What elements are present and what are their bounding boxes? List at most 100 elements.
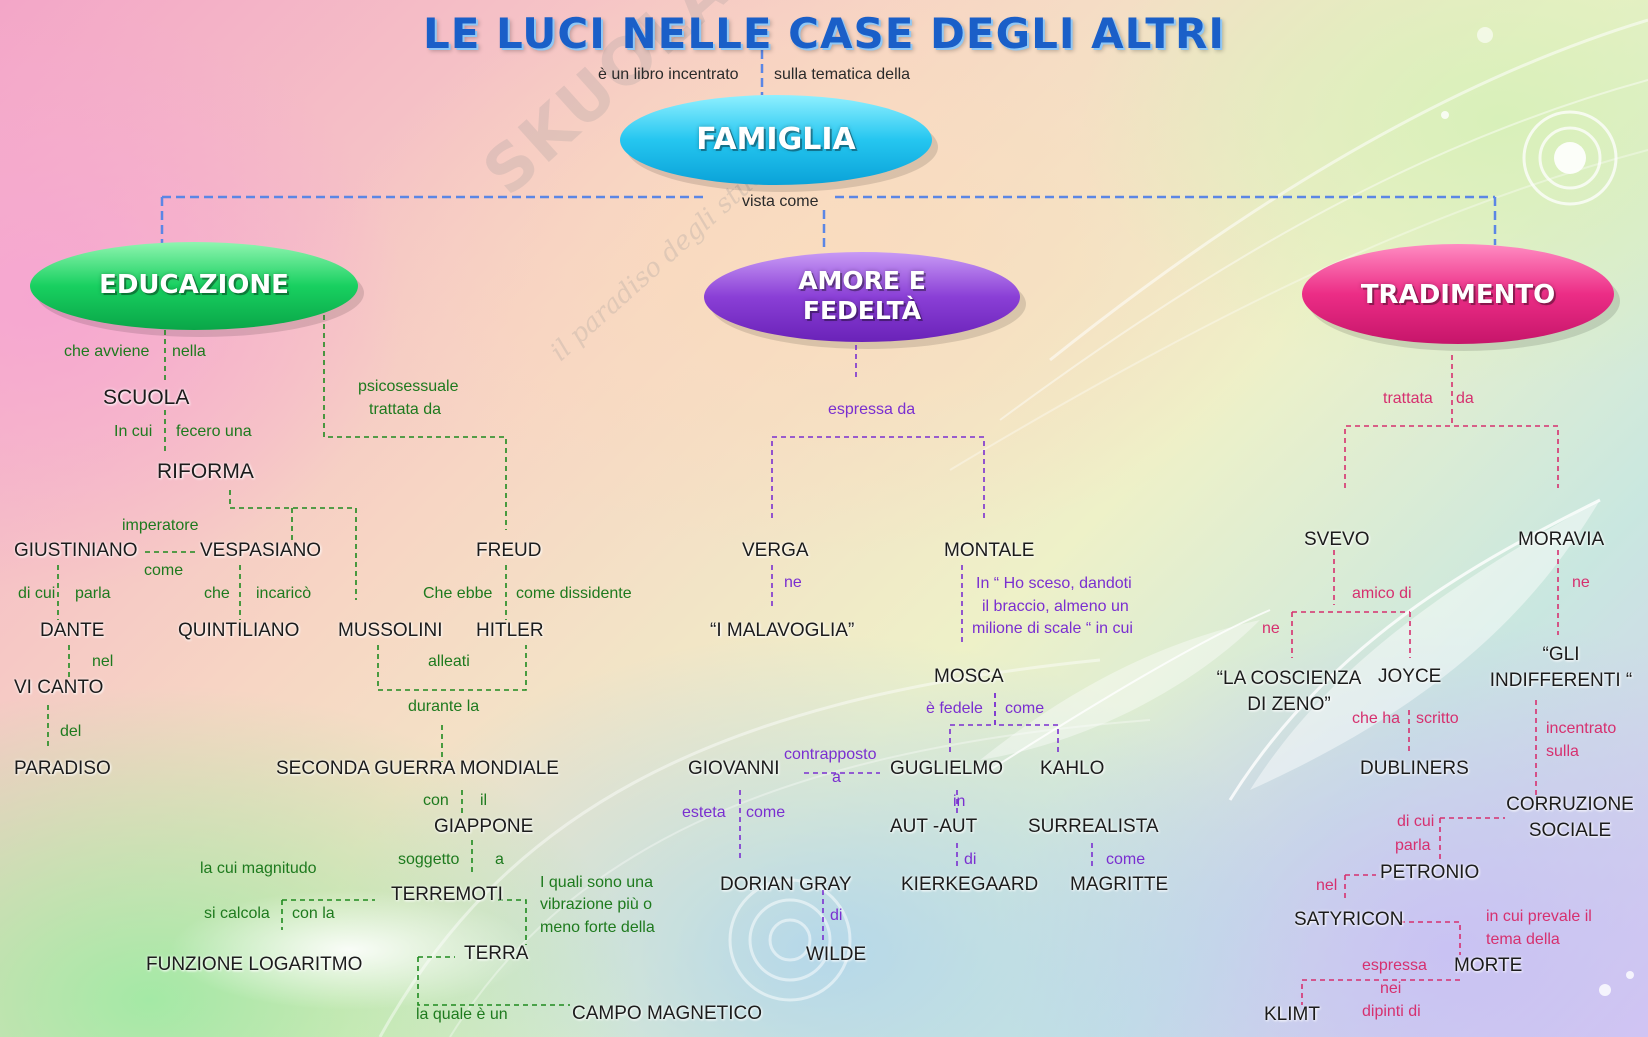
label-trattata-da: trattata da xyxy=(369,401,442,418)
node-mosca: MOSCA xyxy=(934,666,1004,687)
label-con: con xyxy=(423,792,449,809)
quote-line1: In “ Ho sceso, dandoti xyxy=(976,575,1132,592)
ellipse-amore xyxy=(704,252,1026,349)
node-quintiliano: QUINTILIANO xyxy=(178,620,300,641)
node-verga: VERGA xyxy=(742,540,809,561)
quote-line2: il braccio, almeno un xyxy=(982,597,1129,615)
amore-fedelta-label: AMORE E FEDELTÀ xyxy=(704,266,1020,326)
node-mussolini: MUSSOLINI xyxy=(338,620,443,641)
label-parla: parla xyxy=(1395,837,1431,854)
label-soggetto: soggetto xyxy=(398,851,460,868)
label-come-2: come xyxy=(746,804,786,821)
corruzione-line1: CORRUZIONE xyxy=(1506,794,1634,815)
label-quote: In “ Ho sceso, dandoti il braccio, almen… xyxy=(972,573,1133,641)
node-dubliners: DUBLINERS xyxy=(1360,758,1469,779)
node-vespasiano: VESPASIANO xyxy=(200,540,322,561)
label-la-cui-magnitudo: la cui magnitudo xyxy=(200,860,317,877)
prevale-line2: tema della xyxy=(1486,930,1560,948)
node-terremoti: TERREMOTI xyxy=(391,884,503,905)
label-vista-come: vista come xyxy=(742,193,819,210)
label-come-3: come xyxy=(1106,851,1146,868)
node-satyricon: SATYRICON xyxy=(1294,909,1404,930)
node-aut-aut: AUT -AUT xyxy=(890,816,978,837)
ellipse-tradimento xyxy=(1302,244,1620,351)
node-scuola: SCUOLA xyxy=(103,386,190,409)
node-montale: MONTALE xyxy=(944,540,1035,561)
tradimento-label: TRADIMENTO xyxy=(1360,280,1556,310)
circles-icon xyxy=(1522,110,1618,206)
node-moravia: MORAVIA xyxy=(1518,529,1605,550)
label-nel: nel xyxy=(92,653,114,670)
label-sulla-tematica: sulla tematica della xyxy=(774,66,911,83)
label-dipinti-di: dipinti di xyxy=(1362,1003,1421,1020)
label-nel: nel xyxy=(1316,877,1338,894)
label-fecero-una: fecero una xyxy=(176,423,252,440)
label-e-un-libro-incentrato: è un libro incentrato xyxy=(598,66,739,83)
node-morte: MORTE xyxy=(1454,955,1523,976)
label-durante-la: durante la xyxy=(408,698,480,715)
label-che-ha: che ha xyxy=(1352,710,1401,727)
node-dante: DANTE xyxy=(40,620,105,641)
ellipse-educazione xyxy=(30,242,364,337)
label-espressa: espressa xyxy=(1362,957,1427,974)
feather-icon xyxy=(980,498,1601,801)
label-di-2: di xyxy=(830,907,843,924)
label-in-cui: In cui xyxy=(114,423,153,440)
node-riforma: RIFORMA xyxy=(157,460,254,483)
label-trattata: trattata xyxy=(1383,390,1433,407)
label-come: come xyxy=(1005,700,1045,717)
node-funzione-logaritmo: FUNZIONE LOGARITMO xyxy=(146,954,363,975)
label-di: di xyxy=(964,851,977,868)
indifferenti-line1: “GLI xyxy=(1542,644,1580,665)
label-a: a xyxy=(495,851,504,868)
indifferenti-line2: INDIFFERENTI “ xyxy=(1489,669,1633,691)
node-paradiso: PARADISO xyxy=(14,758,111,779)
amore-line1: AMORE E xyxy=(798,266,926,295)
node-corruzione-sociale: CORRUZIONE SOCIALE xyxy=(1500,792,1640,843)
node-hitler: HITLER xyxy=(476,620,544,641)
label-da: da xyxy=(1456,390,1474,407)
node-joyce: JOYCE xyxy=(1378,666,1442,687)
circles-icon xyxy=(728,878,852,1002)
node-giappone: GIAPPONE xyxy=(434,816,534,837)
label-psicosessuale: psicosessuale xyxy=(358,378,459,395)
amore-line2: FEDELTÀ xyxy=(802,296,922,325)
coscienza-line1: “LA COSCIENZA xyxy=(1216,668,1362,689)
label-che-ebbe: Che ebbe xyxy=(423,585,493,602)
node-dorian-gray: DORIAN GRAY xyxy=(720,874,852,895)
node-vi-canto: VI CANTO xyxy=(14,677,104,698)
label-parla: parla xyxy=(75,585,111,602)
label-la-quale-e-un: la quale è un xyxy=(416,1006,508,1023)
prevale-line1: in cui prevale il xyxy=(1486,908,1592,925)
label-a: a xyxy=(832,769,841,786)
quote-line3: milione di scale “ in cui xyxy=(972,620,1133,638)
label-di-cui: di cui xyxy=(1397,813,1435,830)
label-i-quali: I quali sono una vibrazione più o meno f… xyxy=(540,872,655,939)
node-la-coscienza-di-zeno: “LA COSCIENZA DI ZENO” xyxy=(1204,666,1374,717)
label-nella: nella xyxy=(172,343,206,360)
node-klimt: KLIMT xyxy=(1264,1004,1320,1025)
label-i-quali-line1: I quali sono una xyxy=(540,874,653,891)
node-terra: TERRA xyxy=(464,943,529,964)
node-seconda-guerra-mondiale: SECONDA GUERRA MONDIALE xyxy=(276,758,559,779)
label-esteta: esteta xyxy=(682,804,726,821)
famiglia-label: FAMIGLIA xyxy=(696,122,856,157)
educazione-label: EDUCAZIONE xyxy=(99,270,289,300)
label-incarico: incaricò xyxy=(256,585,312,602)
coscienza-line2: DI ZENO” xyxy=(1247,693,1331,715)
label-scritto: scritto xyxy=(1416,710,1459,727)
node-wilde: WILDE xyxy=(806,944,867,965)
node-kierkegaard: KIERKEGAARD xyxy=(901,874,1039,895)
ellipse-famiglia xyxy=(620,95,938,192)
label-come-dissidente: come dissidente xyxy=(516,585,632,602)
node-freud: FREUD xyxy=(476,540,542,561)
node-giustiniano: GIUSTINIANO xyxy=(14,540,138,561)
label-amico-di: amico di xyxy=(1352,585,1412,602)
page-title: LE LUCI NELLE CASE DEGLI ALTRI xyxy=(422,9,1226,58)
label-in-cui-prevale: in cui prevale il tema della xyxy=(1486,906,1592,951)
label-ne-svevo: ne xyxy=(1262,620,1280,637)
label-si-calcola: si calcola xyxy=(204,905,270,922)
label-che-avviene: che avviene xyxy=(64,343,150,360)
